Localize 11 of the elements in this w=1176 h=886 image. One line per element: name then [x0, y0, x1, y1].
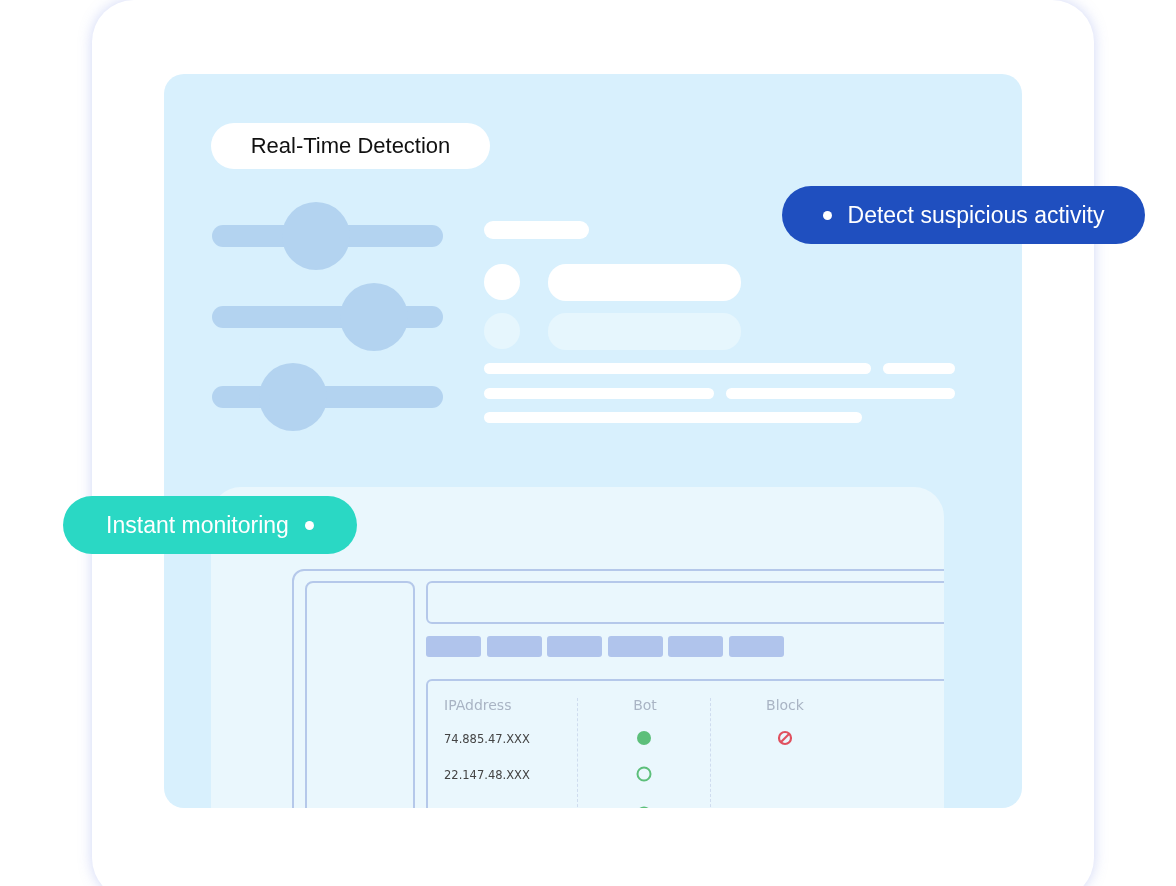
- ip-address-text: 74.885.47.XXX: [444, 731, 530, 748]
- badge-text: Instant monitoring: [106, 511, 289, 539]
- ip-address-text: 22.147.48.XXX: [444, 767, 530, 784]
- column-header: Block: [765, 696, 805, 714]
- feature-badge: [782, 186, 1145, 244]
- badge-text: Detect suspicious activity: [847, 201, 1105, 229]
- feature-badge: [211, 123, 490, 169]
- feature-badge: [63, 496, 357, 554]
- column-header: Bot: [632, 696, 658, 714]
- badge-text: Real-Time Detection: [250, 133, 451, 159]
- column-header: IPAddress: [444, 696, 512, 714]
